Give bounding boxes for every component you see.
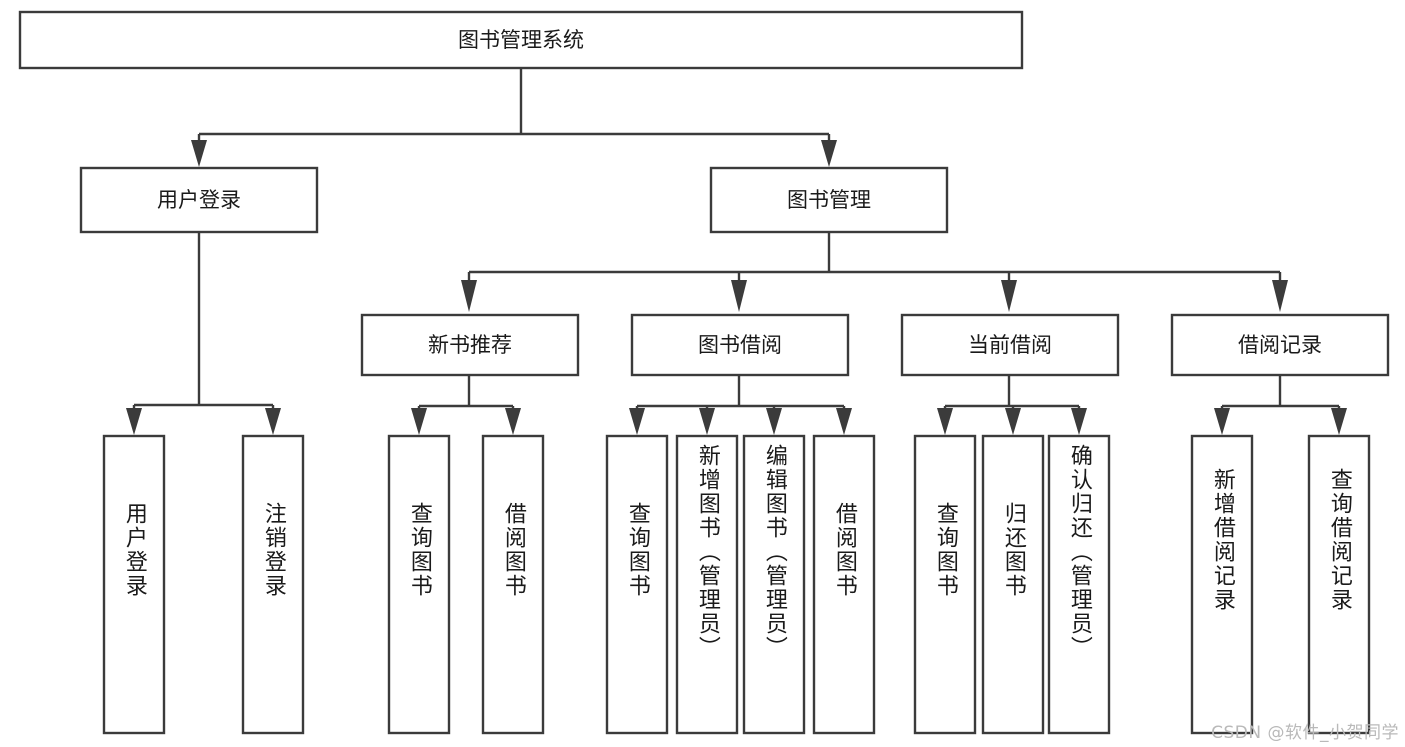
leaf-box-query-book-2[interactable] <box>605 434 669 735</box>
node-book-manage-label: 图书管理 <box>787 188 871 212</box>
arrowhead-leaf-add-record <box>1214 408 1230 435</box>
leaf-box-query-book-3[interactable] <box>913 434 977 735</box>
leaf-box-borrow-book-2[interactable] <box>812 434 876 735</box>
leaf-box-return-book[interactable] <box>981 434 1045 735</box>
connector-group-book-manage <box>461 232 1288 312</box>
node-book-borrow[interactable]: 图书借阅 <box>630 313 850 377</box>
arrowhead-leaf-return-book <box>1005 408 1021 435</box>
leaf-box-user-logout[interactable] <box>241 434 305 735</box>
node-current-borrow-box[interactable] <box>900 313 1120 377</box>
node-new-book-recommend-label: 新书推荐 <box>428 333 512 357</box>
arrowhead-leaf-query-book-3 <box>937 408 953 435</box>
node-user-login-box[interactable] <box>79 166 319 234</box>
arrowhead-user-login <box>191 140 207 167</box>
arrowhead-current-borrow <box>1001 280 1017 312</box>
leaf-box-confirm-return[interactable] <box>1047 434 1111 735</box>
arrowhead-leaf-edit-book <box>766 408 782 435</box>
leaf-box-add-book[interactable] <box>675 434 739 735</box>
node-user-login[interactable]: 用户登录 <box>79 166 319 234</box>
node-book-borrow-label: 图书借阅 <box>698 333 782 357</box>
connector-group-book-borrow <box>629 375 852 435</box>
arrowhead-leaf-borrow-book-2 <box>836 408 852 435</box>
node-new-book-recommend[interactable]: 新书推荐 <box>360 313 580 377</box>
arrowhead-leaf-query-book-1 <box>411 408 427 435</box>
connector-group-current-borrow <box>937 375 1087 435</box>
node-new-book-recommend-box[interactable] <box>360 313 580 377</box>
node-root-label: 图书管理系统 <box>458 28 584 52</box>
node-book-borrow-box[interactable] <box>630 313 850 377</box>
node-borrow-record-label: 借阅记录 <box>1238 333 1322 357</box>
node-root[interactable]: 图书管理系统 <box>18 10 1024 70</box>
node-current-borrow-label: 当前借阅 <box>968 333 1052 357</box>
csdn-watermark: CSDN @软件_小贺同学 <box>1211 723 1399 743</box>
arrowhead-borrow-record <box>1272 280 1288 312</box>
arrowhead-leaf-add-book <box>699 408 715 435</box>
leaf-box-query-book-1[interactable] <box>387 434 451 735</box>
connector-group-root <box>191 68 837 167</box>
arrowhead-leaf-query-record <box>1331 408 1347 435</box>
node-user-login-label: 用户登录 <box>157 188 241 212</box>
connector-group-borrow-record <box>1214 375 1347 435</box>
node-borrow-record[interactable]: 借阅记录 <box>1170 313 1390 377</box>
arrowhead-leaf-confirm-return <box>1071 408 1087 435</box>
node-book-manage[interactable]: 图书管理 <box>709 166 949 234</box>
arrowhead-leaf-user-login <box>126 408 142 435</box>
arrowhead-leaf-query-book-2 <box>629 408 645 435</box>
arrowhead-new-book-recommend <box>461 280 477 312</box>
leaf-box-edit-book[interactable] <box>742 434 806 735</box>
arrowhead-leaf-borrow-book-1 <box>505 408 521 435</box>
connector-group-new-book-recommend <box>411 375 521 435</box>
node-root-box[interactable] <box>18 10 1024 70</box>
leaf-box-query-record[interactable] <box>1307 434 1371 735</box>
leaf-box-borrow-book-1[interactable] <box>481 434 545 735</box>
arrowhead-book-manage <box>821 140 837 167</box>
arrowhead-leaf-user-logout <box>265 408 281 435</box>
connector-group-user-login <box>126 232 281 435</box>
node-book-manage-box[interactable] <box>709 166 949 234</box>
arrowhead-book-borrow <box>731 280 747 312</box>
node-borrow-record-box[interactable] <box>1170 313 1390 377</box>
leaf-box-add-record[interactable] <box>1190 434 1254 735</box>
leaf-box-user-login[interactable] <box>102 434 166 735</box>
node-current-borrow[interactable]: 当前借阅 <box>900 313 1120 377</box>
